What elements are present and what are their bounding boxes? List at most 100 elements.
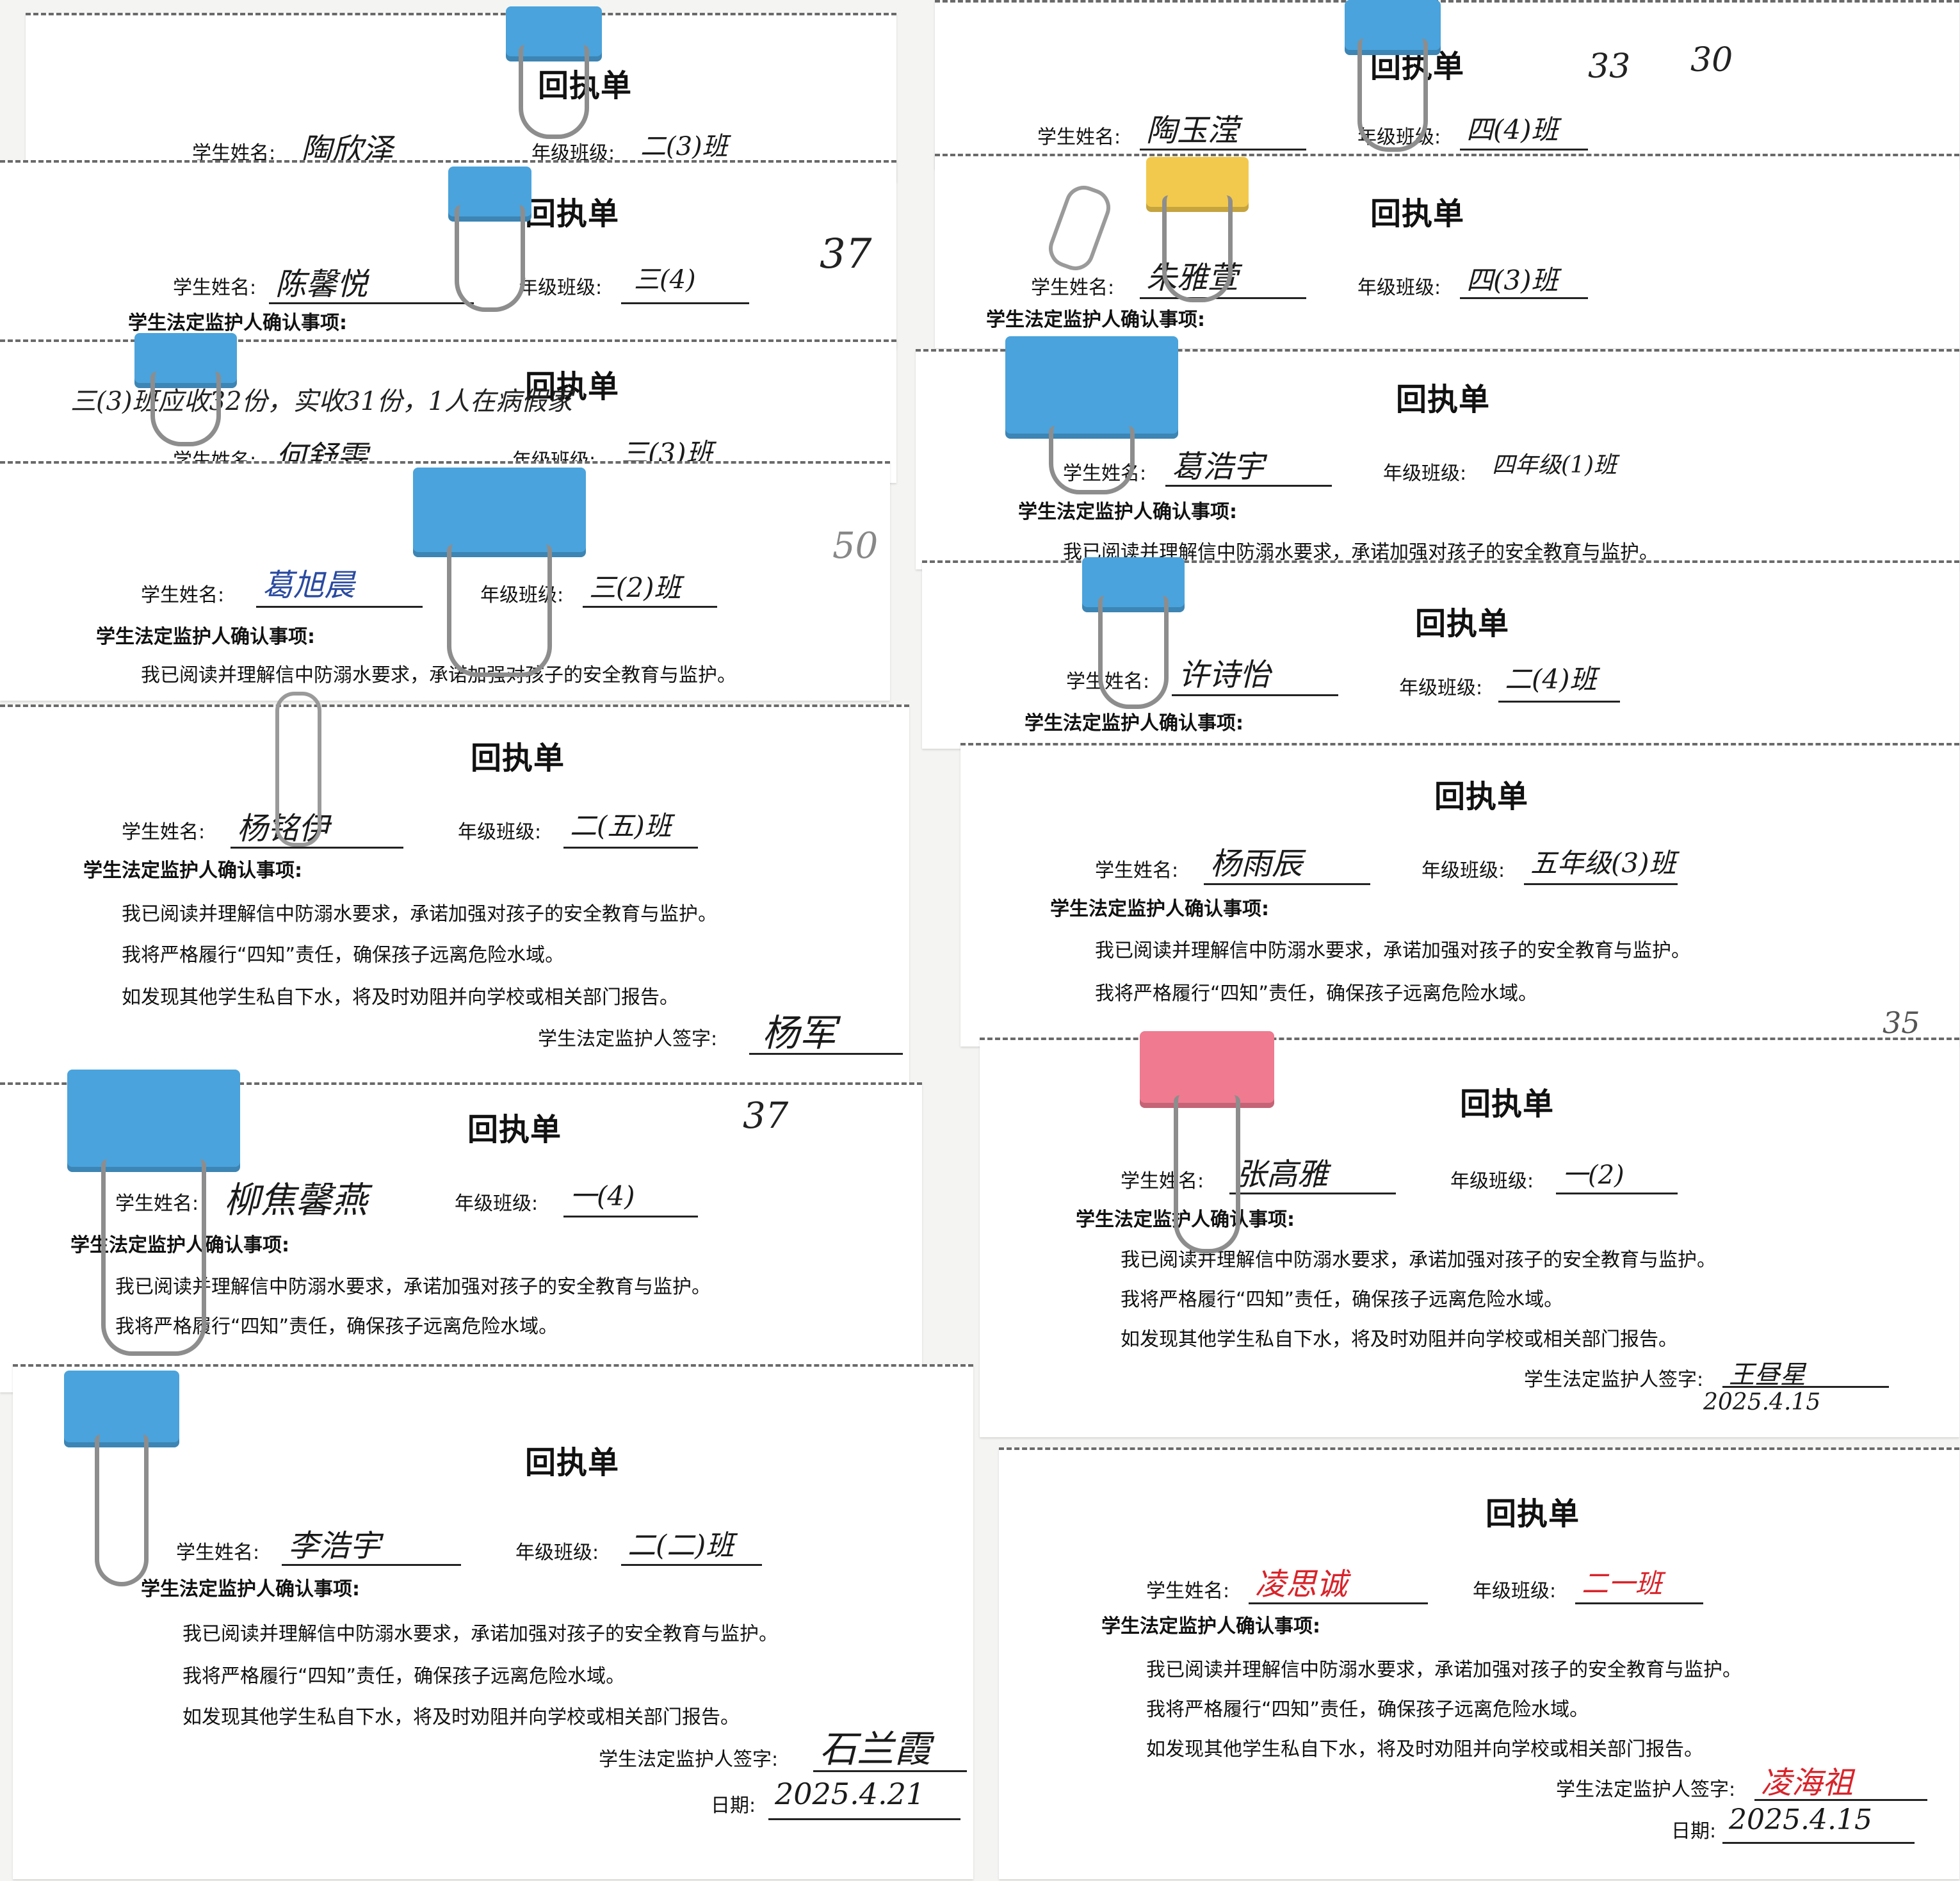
slip-zhu-yaxuan: 回执单 学生姓名: 朱雅萱 年级班级: 四(3)班 学生法定监护人确认事项: — [935, 154, 1959, 348]
confirm-line-1: 我已阅读并理解信中防溺水要求，承诺加强对孩子的安全教育与监护。 — [1146, 1659, 1742, 1681]
class-label: 年级班级: — [455, 1193, 539, 1215]
confirm-line-1: 我已阅读并理解信中防溺水要求，承诺加强对孩子的安全教育与监护。 — [141, 664, 736, 687]
clip-body — [67, 1070, 240, 1172]
date-label: 日期: — [1671, 1820, 1717, 1843]
clip-wire — [150, 371, 221, 446]
clip-wire — [1357, 38, 1428, 152]
signature-underline — [1754, 1799, 1927, 1801]
sign-label: 学生法定监护人签字: — [1556, 1779, 1736, 1801]
clip-wire — [1098, 596, 1169, 709]
clip-wire — [1049, 426, 1135, 494]
class-label: 年级班级: — [1399, 677, 1483, 699]
name-label: 学生姓名: — [1146, 1580, 1230, 1602]
student-class: 一(2) — [1562, 1160, 1624, 1190]
class-underline — [1556, 1193, 1678, 1194]
sign-date: 2025.4.15 — [1729, 1804, 1872, 1836]
binder-clip-blue — [1082, 557, 1185, 724]
class-label: 年级班级: — [1473, 1580, 1557, 1602]
class-label: 年级班级: — [519, 277, 603, 299]
name-label: 学生姓名: — [115, 1193, 199, 1215]
name-label: 学生姓名: — [176, 1542, 260, 1564]
tally-37b: 37 — [743, 1095, 789, 1137]
class-underline — [621, 302, 749, 304]
student-class: 二(五)班 — [570, 810, 672, 842]
date-label: 日期: — [711, 1795, 756, 1817]
class-underline — [563, 847, 698, 849]
slip-title: 回执单 — [471, 740, 565, 776]
class-label: 年级班级: — [1450, 1170, 1534, 1193]
binder-clip-blue — [413, 468, 586, 698]
sign-label: 学生法定监护人签字: — [1524, 1369, 1704, 1391]
guardian-signature: 石兰霞 — [820, 1727, 932, 1771]
confirm-line-1: 我已阅读并理解信中防溺水要求，承诺加强对孩子的安全教育与监护。 — [1121, 1249, 1716, 1271]
clip-wire — [1174, 1095, 1240, 1253]
name-underline — [1172, 694, 1338, 696]
student-class: 一(4) — [570, 1180, 635, 1212]
student-name: 李浩宇 — [288, 1528, 381, 1564]
name-label: 学生姓名: — [141, 584, 225, 607]
name-underline — [269, 302, 474, 304]
student-name: 柳焦馨燕 — [224, 1180, 368, 1221]
confirm-line-2: 我将严格履行“四知”责任，确保孩子远离危险水域。 — [122, 944, 565, 966]
name-label: 学生姓名: — [173, 277, 257, 299]
student-name: 杨雨辰 — [1210, 846, 1303, 882]
slip-yang-yuchen: 回执单 学生姓名: 杨雨辰 年级班级: 五年级(3)班 学生法定监护人确认事项:… — [960, 743, 1959, 1046]
binder-clip-blue — [1005, 336, 1178, 494]
clip-body — [1140, 1031, 1274, 1108]
class-underline — [563, 1216, 698, 1217]
tally-33: 33 — [1588, 47, 1631, 86]
slip-title: 回执单 — [467, 1112, 562, 1148]
slip-title: 回执单 — [1415, 606, 1510, 642]
clip-wire — [1162, 195, 1233, 302]
class-underline — [1575, 1602, 1703, 1604]
student-name: 葛浩宇 — [1172, 449, 1265, 485]
guardian-signature: 王昼星 — [1729, 1360, 1806, 1390]
paperclip — [275, 692, 321, 847]
binder-clip-pink — [1140, 1031, 1274, 1262]
slip-tao-xinze: 回执单 学生姓名: 陶欣泽 年级班级: 二(3)班 — [26, 13, 896, 182]
binder-clip-blue — [506, 6, 602, 160]
student-class: 五年级(3)班 — [1530, 847, 1676, 879]
slip-title: 回执单 — [1460, 1086, 1555, 1122]
confirm-line-1: 我已阅读并理解信中防溺水要求，承诺加强对孩子的安全教育与监护。 — [182, 1623, 778, 1645]
clip-wire — [455, 205, 525, 312]
student-class: 二(二)班 — [628, 1529, 734, 1562]
name-underline — [1249, 1602, 1428, 1604]
confirm-line-3: 如发现其他学生私自下水，将及时劝阻并向学校或相关部门报告。 — [1146, 1738, 1703, 1761]
class-underline — [621, 1564, 762, 1566]
sign-date: 2025.4.21 — [775, 1777, 925, 1811]
slip-ge-haoyu: 回执单 学生姓名: 葛浩宇 年级班级: 四年级(1)班 学生法定监护人确认事项:… — [916, 349, 1959, 569]
slip-title: 回执单 — [1396, 382, 1491, 418]
binder-clip-blue — [1345, 0, 1441, 160]
binder-clip-blue — [448, 167, 531, 327]
confirm-line-1: 我已阅读并理解信中防溺水要求，承诺加强对孩子的安全教育与监护。 — [122, 903, 717, 925]
date-underline — [1722, 1842, 1915, 1844]
confirm-line-2: 我将严格履行“四知”责任，确保孩子远离危险水域。 — [1095, 982, 1538, 1005]
student-name: 陶玉滢 — [1146, 113, 1239, 149]
confirm-line-2: 我将严格履行“四知”责任，确保孩子远离危险水域。 — [1121, 1289, 1564, 1311]
tally-35: 35 — [1883, 1006, 1920, 1040]
confirm-line-1: 我已阅读并理解信中防溺水要求，承诺加强对孩子的安全教育与监护。 — [1095, 940, 1690, 962]
name-underline — [1165, 485, 1332, 487]
class-label: 年级班级: — [1357, 277, 1441, 299]
confirm-line-3: 如发现其他学生私自下水，将及时劝阻并向学校或相关部门报告。 — [1121, 1328, 1678, 1351]
student-class: 三(4) — [634, 265, 696, 295]
confirm-line-3: 如发现其他学生私自下水，将及时劝阻并向学校或相关部门报告。 — [182, 1706, 740, 1729]
tally-50: 50 — [832, 525, 879, 567]
student-class: 四(3)班 — [1466, 265, 1559, 296]
confirm-section: 学生法定监护人确认事项: — [986, 309, 1205, 331]
student-name: 凌思诚 — [1255, 1567, 1348, 1602]
class-label: 年级班级: — [1421, 859, 1505, 882]
student-name: 张高雅 — [1236, 1157, 1329, 1193]
guardian-signature: 凌海祖 — [1761, 1765, 1854, 1801]
confirm-line-3: 如发现其他学生私自下水，将及时劝阻并向学校或相关部门报告。 — [122, 986, 679, 1009]
student-class: 三(2)班 — [589, 572, 681, 603]
date-underline — [768, 1818, 960, 1820]
confirm-line-2: 我将严格履行“四知”责任，确保孩子远离危险水域。 — [1146, 1698, 1589, 1721]
slip-li-haoyu: 回执单 学生姓名: 李浩宇 年级班级: 二(二)班 学生法定监护人确认事项: 我… — [13, 1364, 973, 1879]
slip-zhang-gaoya: 回执单 学生姓名: 张高雅 年级班级: 一(2) 学生法定监护人确认事项: 我已… — [980, 1038, 1959, 1437]
class-underline — [583, 606, 717, 608]
slip-title: 回执单 — [1486, 1496, 1580, 1532]
student-class: 四年级(1)班 — [1492, 452, 1617, 478]
